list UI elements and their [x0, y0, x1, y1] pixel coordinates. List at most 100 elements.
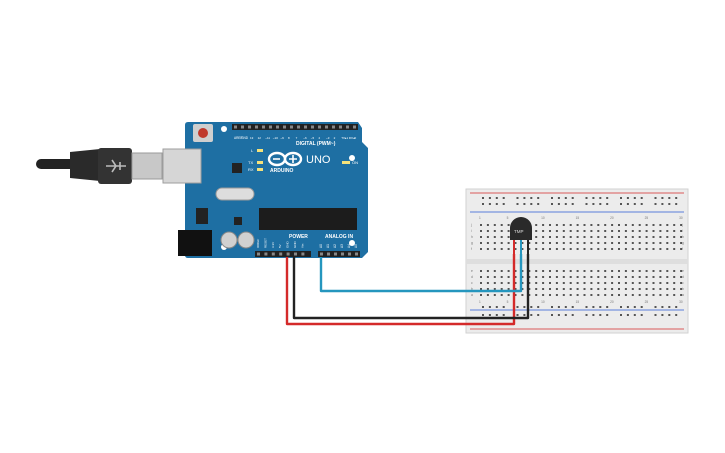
terminal-hole[interactable]: [666, 236, 669, 238]
terminal-hole[interactable]: [583, 294, 586, 296]
rail-hole[interactable]: [537, 203, 540, 205]
terminal-hole[interactable]: [555, 236, 558, 238]
terminal-hole[interactable]: [555, 242, 558, 244]
rail-hole[interactable]: [495, 203, 498, 205]
terminal-hole[interactable]: [631, 224, 634, 226]
terminal-hole[interactable]: [549, 282, 551, 284]
terminal-hole[interactable]: [673, 242, 676, 244]
terminal-hole[interactable]: [583, 270, 586, 272]
terminal-hole[interactable]: [576, 236, 579, 238]
rail-hole[interactable]: [564, 203, 567, 205]
rail-hole[interactable]: [557, 203, 560, 205]
terminal-hole[interactable]: [624, 230, 627, 232]
terminal-hole[interactable]: [645, 270, 648, 272]
terminal-hole[interactable]: [638, 242, 641, 244]
terminal-hole[interactable]: [624, 236, 627, 238]
terminal-hole[interactable]: [659, 294, 662, 296]
header-pin[interactable]: [346, 125, 349, 129]
terminal-hole[interactable]: [638, 270, 641, 272]
terminal-hole[interactable]: [659, 288, 662, 290]
terminal-hole[interactable]: [569, 236, 572, 238]
terminal-hole[interactable]: [604, 282, 607, 284]
terminal-hole[interactable]: [486, 288, 489, 290]
terminal-hole[interactable]: [652, 294, 655, 296]
terminal-hole[interactable]: [604, 294, 607, 296]
terminal-hole[interactable]: [549, 242, 551, 244]
terminal-hole[interactable]: [638, 282, 641, 284]
terminal-hole[interactable]: [576, 294, 579, 296]
terminal-hole[interactable]: [680, 236, 683, 238]
terminal-hole[interactable]: [652, 242, 655, 244]
terminal-hole[interactable]: [611, 294, 614, 296]
terminal-hole[interactable]: [562, 230, 565, 232]
rail-hole[interactable]: [564, 314, 567, 316]
rail-hole[interactable]: [530, 197, 533, 199]
terminal-hole[interactable]: [562, 224, 565, 226]
rail-hole[interactable]: [585, 314, 588, 316]
terminal-hole[interactable]: [673, 276, 676, 278]
header-pin[interactable]: [318, 125, 321, 129]
terminal-hole[interactable]: [486, 282, 489, 284]
rail-hole[interactable]: [482, 306, 484, 308]
rail-hole[interactable]: [495, 314, 498, 316]
wire-5v[interactable]: [285, 254, 516, 326]
terminal-hole[interactable]: [597, 230, 600, 232]
terminal-hole[interactable]: [535, 224, 538, 226]
rail-hole[interactable]: [675, 203, 678, 205]
terminal-hole[interactable]: [555, 248, 558, 250]
terminal-hole[interactable]: [680, 230, 683, 232]
rail-hole[interactable]: [675, 306, 678, 308]
terminal-hole[interactable]: [645, 288, 648, 290]
power-pin[interactable]: [257, 252, 260, 256]
rail-hole[interactable]: [668, 197, 671, 199]
terminal-hole[interactable]: [590, 236, 593, 238]
rail-hole[interactable]: [585, 306, 588, 308]
terminal-hole[interactable]: [521, 276, 524, 278]
terminal-hole[interactable]: [680, 242, 683, 244]
terminal-hole[interactable]: [666, 294, 669, 296]
terminal-hole[interactable]: [597, 294, 600, 296]
terminal-hole[interactable]: [493, 224, 496, 226]
terminal-hole[interactable]: [590, 242, 593, 244]
terminal-hole[interactable]: [569, 288, 572, 290]
terminal-hole[interactable]: [507, 270, 510, 272]
terminal-hole[interactable]: [500, 270, 503, 272]
terminal-hole[interactable]: [500, 236, 503, 238]
terminal-hole[interactable]: [507, 242, 510, 244]
terminal-hole[interactable]: [549, 224, 551, 226]
terminal-hole[interactable]: [624, 276, 627, 278]
rail-hole[interactable]: [482, 197, 484, 199]
terminal-hole[interactable]: [611, 288, 614, 290]
terminal-hole[interactable]: [555, 224, 558, 226]
terminal-hole[interactable]: [604, 248, 607, 250]
terminal-hole[interactable]: [611, 242, 614, 244]
header-pin[interactable]: [234, 125, 237, 129]
terminal-hole[interactable]: [535, 230, 538, 232]
header-pin[interactable]: [255, 125, 258, 129]
power-pin[interactable]: [286, 252, 290, 256]
terminal-hole[interactable]: [555, 270, 558, 272]
terminal-hole[interactable]: [542, 294, 545, 296]
terminal-hole[interactable]: [652, 236, 655, 238]
terminal-hole[interactable]: [493, 236, 496, 238]
terminal-hole[interactable]: [652, 282, 655, 284]
terminal-hole[interactable]: [604, 276, 607, 278]
rail-hole[interactable]: [606, 314, 609, 316]
terminal-hole[interactable]: [666, 224, 669, 226]
terminal-hole[interactable]: [507, 276, 510, 278]
terminal-hole[interactable]: [604, 242, 607, 244]
header-pin[interactable]: [262, 125, 265, 129]
terminal-hole[interactable]: [500, 294, 503, 296]
rail-hole[interactable]: [592, 197, 595, 199]
terminal-hole[interactable]: [480, 230, 482, 232]
terminal-hole[interactable]: [500, 288, 503, 290]
rail-hole[interactable]: [571, 203, 574, 205]
rail-hole[interactable]: [654, 197, 657, 199]
terminal-hole[interactable]: [514, 242, 517, 244]
terminal-hole[interactable]: [542, 224, 545, 226]
rail-hole[interactable]: [488, 314, 491, 316]
